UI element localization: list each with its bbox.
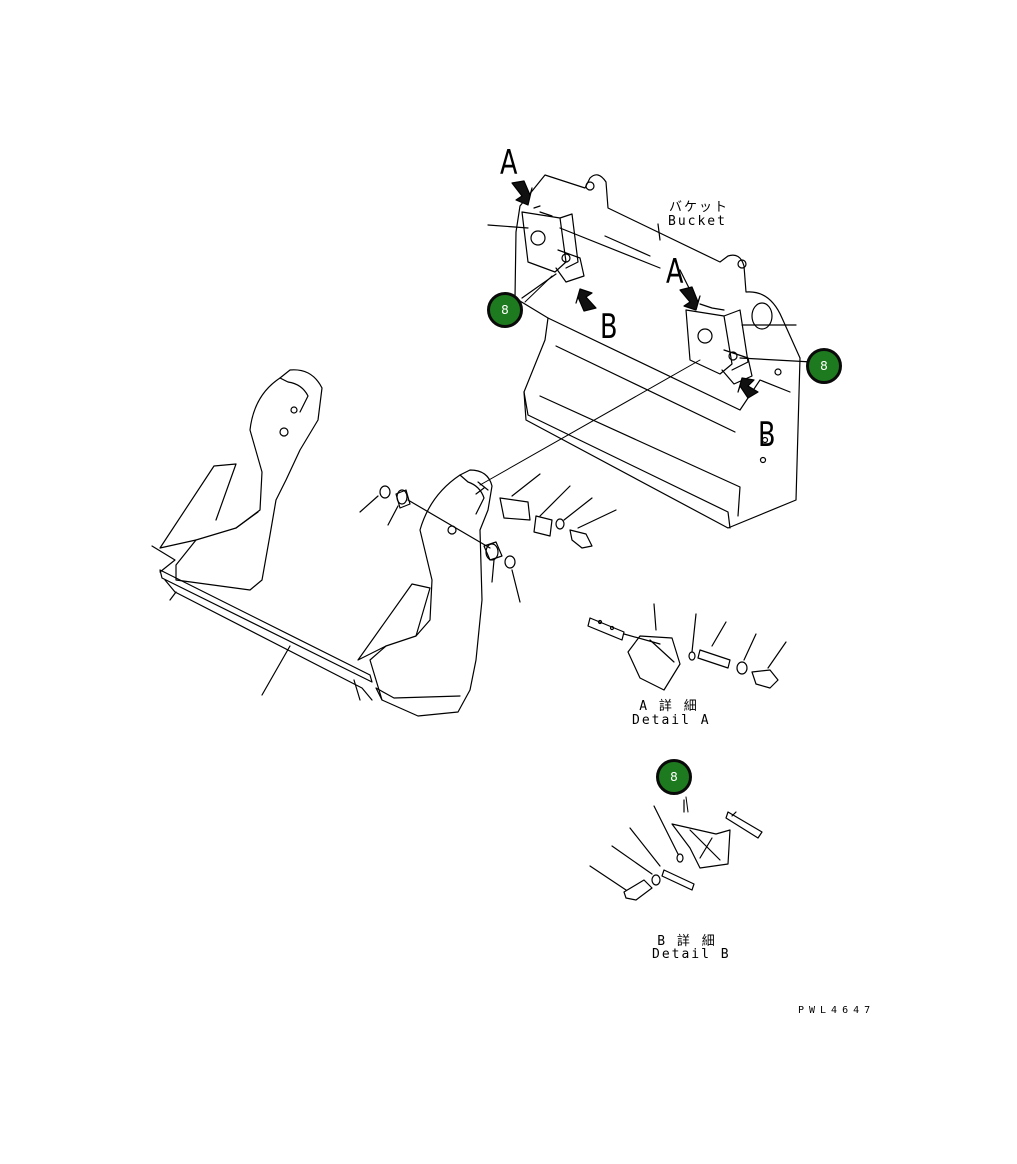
drawing-code: PWL4647 <box>798 1005 876 1016</box>
view-b-label-2: B <box>758 415 776 455</box>
bucket-label-en: Bucket <box>668 214 727 229</box>
bucket-label-jp: バケット <box>669 200 730 215</box>
view-a-label-1: A <box>500 143 518 183</box>
view-a-label-2: A <box>666 252 684 292</box>
detail-a-title-jp: A 詳 細 <box>639 699 699 714</box>
bucket <box>487 174 813 529</box>
part-callout-8-right[interactable]: 8 <box>806 348 842 384</box>
detail-b-drawing <box>589 799 763 901</box>
part-callout-8-detail-b[interactable]: 8 <box>656 759 692 795</box>
pin-parts <box>359 473 617 603</box>
detail-b-title-jp: B 詳 細 <box>657 934 717 949</box>
part-callout-8-left[interactable]: 8 <box>487 292 523 328</box>
view-b-label-1: B <box>600 307 618 347</box>
detail-a-drawing <box>587 603 787 691</box>
detail-a-title-en: Detail A <box>632 713 711 728</box>
lift-arm <box>151 369 493 717</box>
detail-b-title-en: Detail B <box>652 947 731 962</box>
